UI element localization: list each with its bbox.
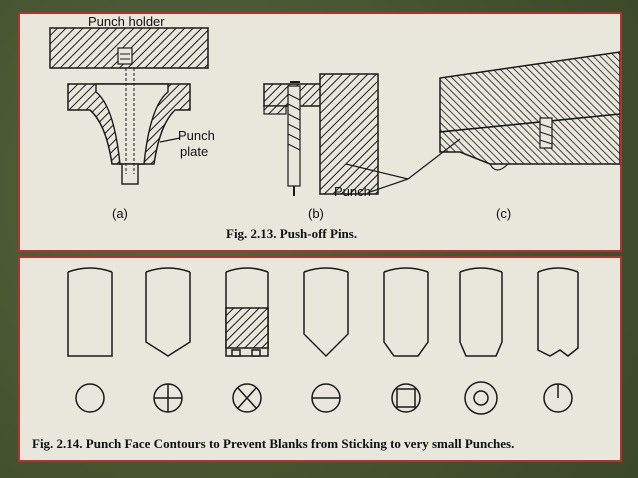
diagram-c-die xyxy=(439,51,620,171)
label-a: (a) xyxy=(112,206,128,221)
label-c: (c) xyxy=(496,206,512,221)
label-punch-holder: Punch holder xyxy=(88,14,165,29)
push-off-pins-diagram xyxy=(49,27,620,196)
diagram-a-punch xyxy=(49,27,209,185)
figure-2-14-panel: Fig. 2.14. Punch Face Contours to Preven… xyxy=(18,256,622,462)
label-punch-pointer: Punch xyxy=(334,184,371,199)
punch-face-contours-diagram xyxy=(67,267,579,415)
label-plate: plate xyxy=(180,144,209,159)
figure-2-13-panel: Punch holder Punch plate Punch (a) (b) (… xyxy=(18,12,622,252)
label-punch: Punch xyxy=(178,128,215,143)
contour-5-chamfer xyxy=(383,267,429,413)
contour-3-hatched xyxy=(225,267,269,413)
contour-4-cone xyxy=(303,267,349,413)
label-b: (b) xyxy=(308,206,324,221)
contour-1-flat xyxy=(67,267,113,413)
contour-2-bevel xyxy=(145,267,191,413)
caption-fig-2-13: Fig. 2.13. Push-off Pins. xyxy=(226,226,358,241)
diagram-b-pin xyxy=(263,73,379,196)
contour-6-taper xyxy=(459,267,503,415)
contour-7-notch xyxy=(537,267,579,413)
caption-fig-2-14: Fig. 2.14. Punch Face Contours to Preven… xyxy=(32,436,515,451)
